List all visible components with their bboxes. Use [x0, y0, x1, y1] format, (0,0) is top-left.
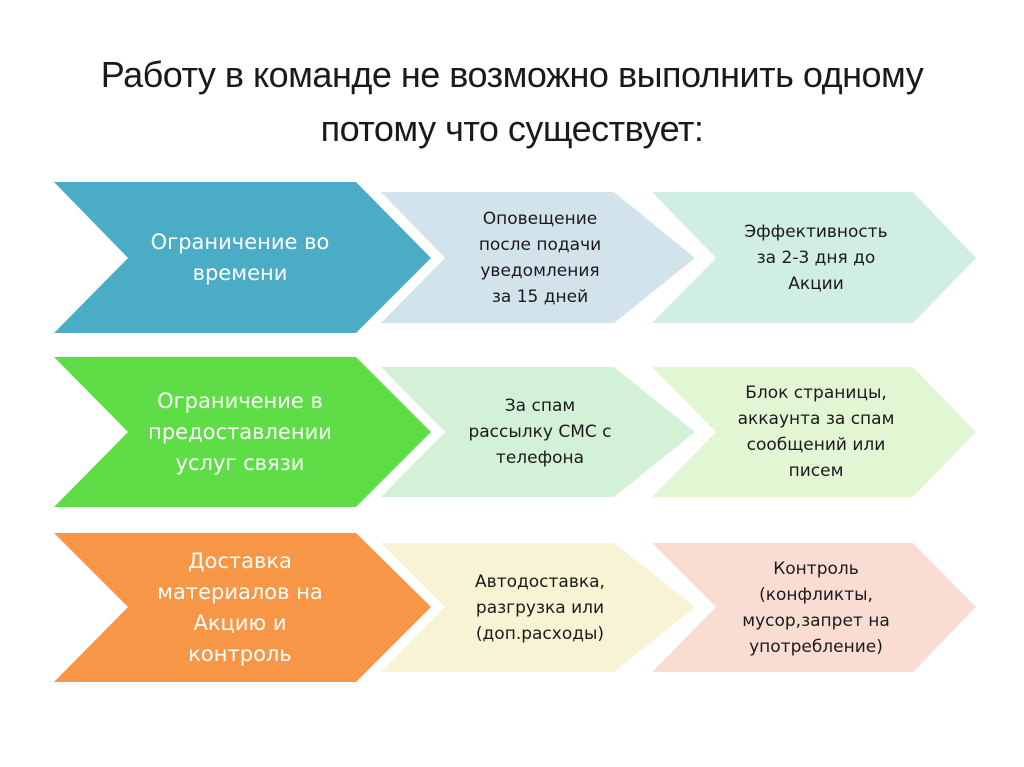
slide-title-line-2: потому что существует:	[320, 108, 704, 149]
row-1-step-2-text: Эффективность за 2-3 дня до Акции	[744, 221, 888, 294]
row-1-step-1-text: Оповещение после подачи уведомления за 1…	[478, 208, 602, 307]
row-3-main-label: Доставка материалов на Акцию и контроль	[110, 533, 370, 682]
row-2-main-chevron	[54, 357, 431, 507]
row-3-step-2-chevron	[652, 543, 976, 672]
row-2-step-2-label: Блок страницы, аккаунта за спам сообщени…	[712, 367, 920, 497]
row-1-step-1-chevron	[381, 192, 695, 323]
row-1-step-2-chevron	[652, 192, 976, 323]
row-2-step-1-chevron	[381, 367, 695, 497]
slide-title: Работу в команде не возможно выполнить о…	[0, 48, 1024, 156]
row-2-main-text: Ограничение в предоставлении услуг связи	[148, 388, 332, 475]
slide-title-line-1: Работу в команде не возможно выполнить о…	[100, 54, 924, 95]
row-2-step-1-label: За спам рассылку СМС с телефона	[440, 367, 640, 497]
row-2-step-1-text: За спам рассылку СМС с телефона	[468, 396, 612, 468]
row-3-step-1-chevron	[381, 543, 695, 672]
row-3-main-text: Доставка материалов на Акцию и контроль	[157, 548, 323, 666]
row-1-step-1-label: Оповещение после подачи уведомления за 1…	[440, 192, 640, 323]
row-1-main-label: Ограничение во времени	[110, 182, 370, 333]
row-1-step-2-label: Эффективность за 2-3 дня до Акции	[712, 192, 920, 323]
row-3-step-2-label: Контроль (конфликты, мусор,запрет на упо…	[712, 543, 920, 672]
row-3-step-1-label: Автодоставка, разгрузка или (доп.расходы…	[440, 543, 640, 672]
row-3-main-chevron	[54, 533, 431, 682]
row-1-main-chevron	[54, 182, 431, 333]
row-3-step-1-text: Автодоставка, разгрузка или (доп.расходы…	[475, 571, 605, 644]
row-2-step-2-chevron	[652, 367, 976, 497]
row-2-main-label: Ограничение в предоставлении услуг связи	[110, 357, 370, 507]
row-1-main-text: Ограничение во времени	[150, 229, 330, 285]
row-3-step-2-text: Контроль (конфликты, мусор,запрет на упо…	[742, 558, 890, 657]
row-2-step-2-text: Блок страницы, аккаунта за спам сообщени…	[737, 383, 895, 481]
